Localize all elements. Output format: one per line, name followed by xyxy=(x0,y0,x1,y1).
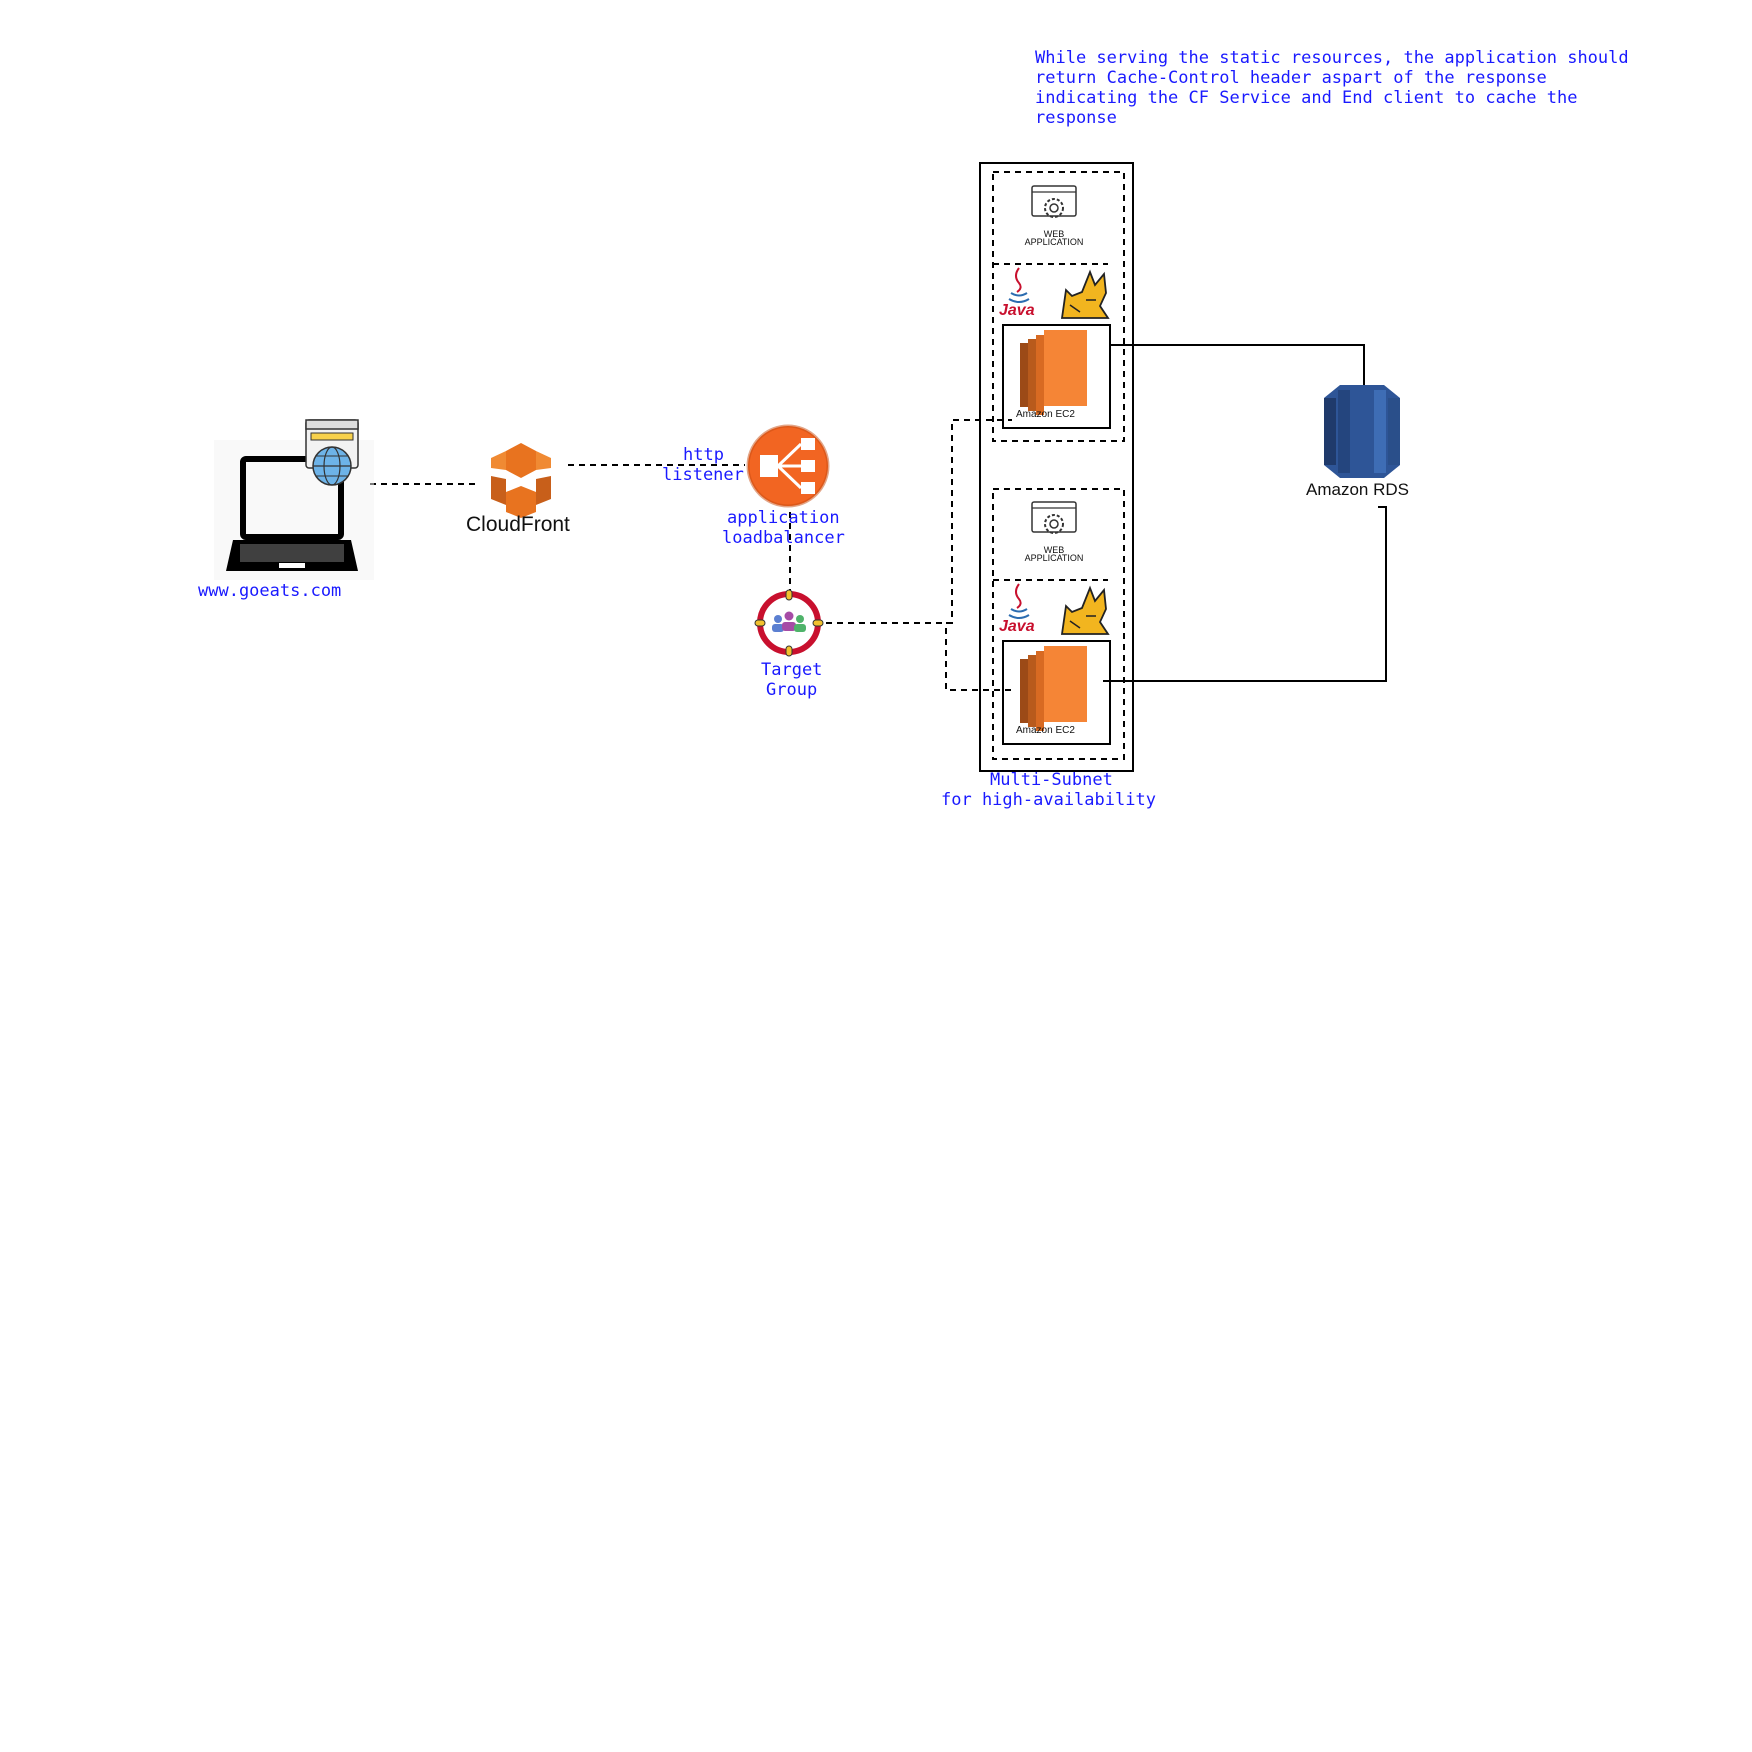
subnet-outer-box xyxy=(979,162,1134,772)
subnet-label-line-1: Multi-Subnet xyxy=(990,770,1113,790)
target-group-label-line-1: Target xyxy=(761,660,823,680)
connectors xyxy=(370,344,1387,691)
java-label-2: Java xyxy=(999,618,1035,635)
ec2-label-2: Amazon EC2 xyxy=(1016,725,1075,736)
client-label: www.goeats.com xyxy=(198,581,342,601)
ec2-box-1 xyxy=(1002,324,1111,429)
ec2-icon xyxy=(1020,646,1087,731)
rds-icon xyxy=(1324,385,1400,478)
subnet-group-2 xyxy=(992,488,1125,760)
subnet-group-1 xyxy=(992,171,1125,442)
alb-icon xyxy=(746,424,830,508)
cloudfront-label: CloudFront xyxy=(466,513,570,536)
rds-label: Amazon RDS xyxy=(1306,480,1409,499)
tomcat-icon xyxy=(1060,269,1110,319)
tomcat-icon xyxy=(1060,585,1110,635)
cloudfront-icon xyxy=(491,443,551,518)
ec2-box-2 xyxy=(1002,640,1111,745)
web-application-icon xyxy=(1031,185,1077,218)
target-group-icon xyxy=(754,589,824,657)
java-label-1: Java xyxy=(999,302,1035,319)
annotation-line-2: return Cache-Control header aspart of th… xyxy=(1035,68,1547,88)
ec2-icon xyxy=(1020,330,1087,415)
java-icon xyxy=(1008,583,1030,619)
connector-targetgroup-ec2 xyxy=(826,419,1012,624)
listener-label-line-2: listener xyxy=(662,465,744,485)
alb-label-line-1: application xyxy=(727,508,840,528)
web-app-label-2a: WEB xyxy=(1043,545,1065,555)
annotation-line-1: While serving the static resources, the … xyxy=(1035,48,1629,68)
connector-ec2-rds-1 xyxy=(1110,344,1365,385)
target-group-label-line-2: Group xyxy=(766,680,818,700)
listener-label-line-1: http xyxy=(683,445,724,465)
annotation-line-4: response xyxy=(1035,108,1117,128)
connector-targetgroup-ec2-2 xyxy=(945,622,1012,691)
web-app-label-2b: APPLICATION xyxy=(1024,553,1084,563)
web-app-label-1a: WEB xyxy=(1043,229,1065,239)
annotation-line-3: indicating the CF Service and End client… xyxy=(1035,88,1578,108)
ec2-label-1: Amazon EC2 xyxy=(1016,409,1075,420)
web-app-label-1b: APPLICATION xyxy=(1024,237,1084,247)
java-icon xyxy=(1008,267,1030,303)
subnet-label-line-2: for high-availability xyxy=(941,790,1156,810)
connector-ec2-rds-2 xyxy=(1103,506,1387,682)
alb-label-line-2: loadbalancer xyxy=(722,528,845,548)
web-application-icon xyxy=(1031,501,1077,534)
laptop-browser-icon xyxy=(214,419,374,580)
